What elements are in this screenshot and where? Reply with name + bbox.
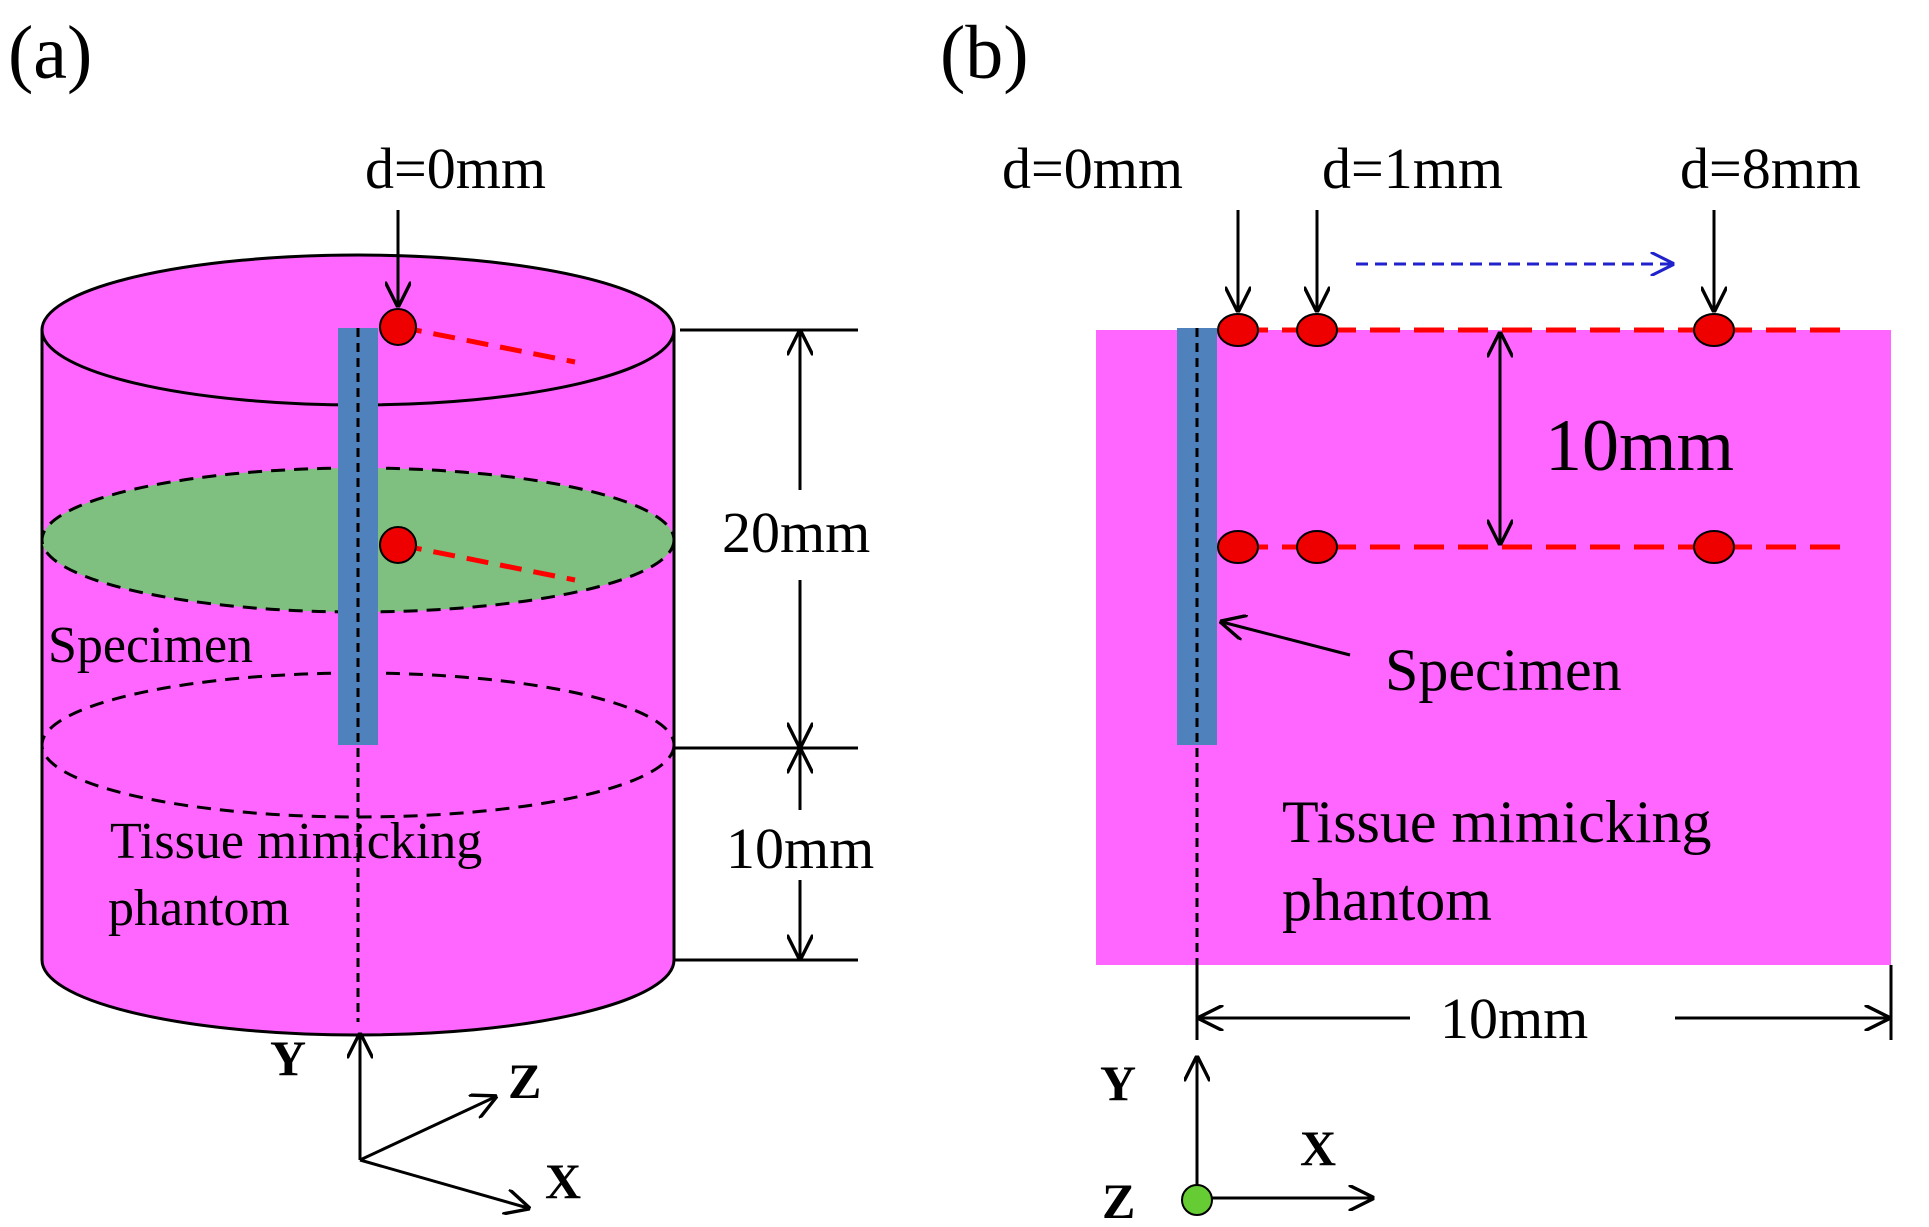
axis-z-label: Z (508, 1053, 541, 1109)
top-marker (379, 308, 417, 346)
dim-label-horizontal: 10mm (1440, 986, 1588, 1051)
phantom-label-b-line1: Tissue mimicking (1282, 789, 1712, 855)
marker-bottom-d0 (1217, 530, 1259, 564)
dim-label-20mm: 20mm (722, 500, 870, 565)
mid-marker-line (399, 542, 576, 583)
top-marker-line (399, 324, 576, 365)
phantom-label-line2: phantom (108, 880, 290, 937)
axis-z-label-b: Z (1102, 1173, 1135, 1227)
axis-x-label-b: X (1300, 1120, 1336, 1176)
phantom-label-b-line2: phantom (1282, 867, 1492, 933)
panel-a: (a) d=0mm 20mm 10mm Specimen Tissue mimi… (8, 11, 874, 1209)
marker-top-d1 (1296, 313, 1338, 347)
phantom-label-line1: Tissue mimicking (110, 813, 482, 870)
panel-b-label: (b) (940, 11, 1029, 95)
axis-z-arrow (359, 1097, 495, 1162)
marker-bottom-d1 (1296, 530, 1338, 564)
axis-x-label: X (545, 1153, 581, 1209)
specimen-label: Specimen (48, 617, 253, 674)
axis-z-dot (1181, 1184, 1213, 1216)
axis-x-arrow (359, 1158, 528, 1208)
marker-bottom-d8 (1693, 530, 1735, 564)
specimen-label-b: Specimen (1385, 637, 1622, 703)
dim-label-10mm: 10mm (726, 816, 874, 881)
marker-top-d8 (1693, 313, 1735, 347)
axis-y-label-b: Y (1100, 1055, 1136, 1111)
mid-marker (379, 526, 417, 564)
axis-y-label: Y (270, 1030, 306, 1086)
marker-label-d1-b: d=1mm (1322, 136, 1503, 201)
marker-label-d0: d=0mm (365, 136, 546, 201)
marker-top-d0 (1217, 313, 1259, 347)
marker-label-d8-b: d=8mm (1680, 136, 1861, 201)
panel-a-label: (a) (8, 11, 92, 95)
dim-label-vertical: 10mm (1545, 405, 1734, 487)
specimen-pointer (1222, 622, 1351, 657)
panel-b: (b) d=0mm d=1mm d=8mm 10mm Specimen (940, 11, 1893, 1227)
marker-label-d0-b: d=0mm (1002, 136, 1183, 201)
